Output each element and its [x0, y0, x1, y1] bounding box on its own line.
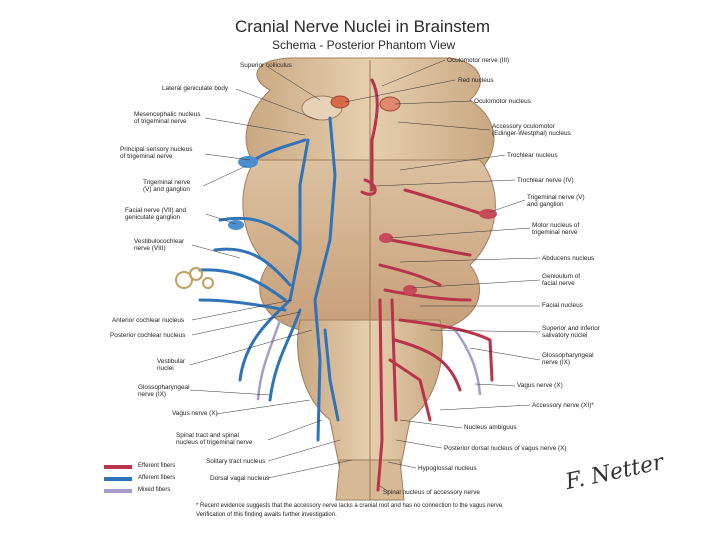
legend-label-efferent: Efferent fibers [138, 463, 176, 469]
trigeminal-ganglion-left [238, 156, 258, 168]
legend-swatch-mixed [104, 489, 132, 493]
motor-nucleus-trigeminal [379, 233, 393, 243]
label-trigeminal-nerve-left: Trigeminal nerve(V) and ganglion [143, 179, 191, 194]
pons-region [242, 159, 496, 331]
page-subtitle: Schema - Posterior Phantom View [272, 38, 456, 52]
legend-swatch-efferent [104, 465, 132, 469]
label-trigeminal-nerve-right: Trigeminal nerve (V)and ganglion [527, 194, 585, 209]
label-trochlear-nerve: Trochlear nerve (IV) [517, 177, 574, 184]
label-hypoglossal-nucleus: Hypoglossal nucleus [418, 465, 477, 472]
page-title: Cranial Nerve Nuclei in Brainstem [235, 17, 491, 36]
vestibulocochlear-organ [175, 267, 214, 289]
trigeminal-ganglion-right [479, 209, 497, 219]
efferent-fibers [360, 78, 494, 492]
facial-nucleus [403, 285, 417, 295]
label-spinal-nucleus-accessory: Spinal nucleus of accessory nerve [383, 489, 480, 496]
label-solitary-tract-nucleus: Solitary tract nucleus [206, 458, 266, 465]
label-dorsal-vagal-nucleus: Dorsal vagal nucleus [210, 475, 270, 482]
label-vagus-nerve-left: Vagus nerve (X) [172, 410, 218, 417]
legend-label-mixed: Mixed fibers [138, 487, 171, 493]
label-nucleus-ambiguus: Nucleus ambiguus [464, 424, 517, 431]
legend-swatch-afferent [104, 477, 132, 481]
label-accessory-oculomotor-nucleus: Accessory oculomotor(Edinger-Westphal) n… [492, 123, 571, 138]
label-accessory-nerve: Accessory nerve (XI)* [532, 402, 594, 409]
label-posterior-cochlear-nucleus: Posterior cochlear nucleus [110, 332, 186, 339]
label-abducens-nucleus: Abducens nucleus [542, 255, 595, 262]
label-lateral-geniculate-body: Lateral geniculate body [162, 85, 229, 92]
label-oculomotor-nucleus: Oculomotor nucleus [474, 98, 531, 105]
label-anterior-cochlear-nucleus: Anterior cochlear nucleus [112, 317, 185, 324]
geniculate-ganglion-left [228, 220, 244, 230]
label-superior-colliculus: Superior colliculus [240, 62, 292, 69]
label-trochlear-nucleus: Trochlear nucleus [507, 152, 558, 159]
legend-label-afferent: Afferent fibers [138, 475, 176, 481]
label-posterior-dorsal-nucleus-vagus: Posterior dorsal nucleus of vagus nerve … [444, 445, 567, 452]
red-nucleus-right [330, 95, 350, 109]
afferent-fibers [198, 116, 340, 442]
label-red-nucleus: Red nucleus [458, 77, 494, 84]
label-vagus-nerve-right: Vagus nerve (X) [517, 382, 563, 389]
label-oculomotor-nerve: Oculomotor nerve (III) [447, 57, 510, 64]
label-facial-nucleus: Facial nucleus [542, 302, 583, 309]
footnote-line-1: * Recent evidence suggests that the acce… [196, 503, 504, 509]
footnote-line-2: Verification of this finding awaits furt… [196, 512, 337, 518]
leader-lines [189, 59, 541, 493]
mixed-fibers [256, 319, 482, 401]
